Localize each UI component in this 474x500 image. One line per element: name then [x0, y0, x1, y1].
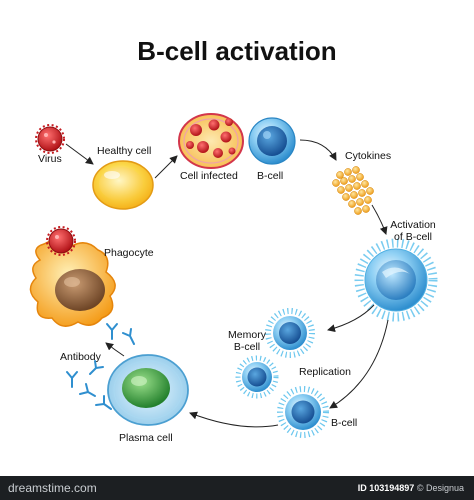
infected-cell-icon [178, 113, 244, 169]
label-memory-line1: Memory [228, 329, 266, 341]
memory-b-cell-icon [265, 308, 315, 358]
b-cell-top-icon [248, 117, 296, 165]
footer-copyright: © Designua [416, 483, 464, 493]
label-phagocyte: Phagocyte [104, 247, 154, 259]
label-replication: Replication [299, 366, 351, 378]
virus-icon [35, 124, 65, 154]
footer-bar: dreamstime.com ID 103194897 © Designua [0, 476, 474, 500]
label-healthy-cell: Healthy cell [97, 145, 152, 157]
activated-b-cell-icon [354, 238, 438, 322]
label-memory-line2: B-cell [233, 341, 261, 353]
page-title: B-cell activation [137, 36, 337, 66]
label-activation-line1: Activation [390, 219, 436, 231]
label-b-cell-bottom: B-cell [331, 417, 358, 429]
label-b-cell-top: B-cell [257, 170, 284, 182]
label-plasma-cell: Plasma cell [119, 432, 173, 444]
footer-image-id: ID 103194897 [357, 483, 415, 493]
label-cytokines: Cytokines [345, 150, 392, 162]
b-cell-bottom-icon [277, 386, 329, 438]
label-activation: Activation of B-cell [383, 219, 443, 243]
footer-brand: dreamstime.com [8, 481, 97, 495]
label-antibody: Antibody [60, 351, 101, 363]
cytokines-icon [332, 166, 374, 215]
healthy-cell-icon [92, 160, 154, 210]
flow-arrows [65, 139, 389, 428]
footer-id: ID 103194897 © Designua [358, 483, 464, 493]
label-virus: Virus [38, 153, 62, 165]
antibody-icons [66, 323, 135, 410]
label-memory-b-cell: Memory B-cell [222, 329, 272, 353]
label-cell-infected: Cell infected [180, 170, 238, 182]
label-activation-line2: of B-cell [394, 231, 432, 243]
phagocyte-icon [29, 226, 116, 327]
memory-b-cell-icon-2 [235, 355, 279, 399]
plasma-cell-icon [107, 354, 189, 426]
